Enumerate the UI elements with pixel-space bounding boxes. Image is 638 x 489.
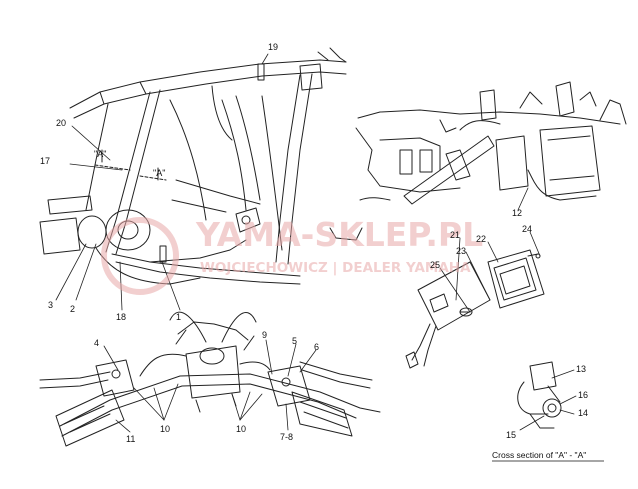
callout-24: 24 (522, 224, 532, 234)
callout-12: 12 (512, 208, 522, 218)
callout-10-right: 10 (236, 424, 246, 434)
watermark: YAMA-SKLEP.PL WOJCIECHOWICZ | DEALER YAM… (101, 215, 483, 295)
watermark-logo-icon (101, 217, 179, 295)
callout-5: 5 (292, 336, 297, 346)
cross-section-caption: Cross section of "A" - "A" (492, 450, 586, 460)
callout-20: 20 (56, 118, 66, 128)
callout-18: 18 (116, 312, 126, 322)
cross-section-a-a (517, 361, 562, 429)
callout-21: 21 (450, 230, 460, 240)
frame-assembly (39, 47, 363, 285)
section-mark-a-right: "A" (153, 168, 165, 178)
callout-22: 22 (476, 234, 486, 244)
callout-23: 23 (456, 246, 466, 256)
callout-2: 2 (70, 304, 75, 314)
callout-14: 14 (578, 408, 588, 418)
callout-17: 17 (40, 156, 50, 166)
watermark-sub: WOJCIECHOWICZ | DEALER YAMAHA (200, 260, 471, 276)
callout-3: 3 (48, 300, 53, 310)
callout-11: 11 (126, 434, 135, 444)
callout-19: 19 (268, 42, 278, 52)
callout-1: 1 (176, 312, 181, 322)
callout-6: 6 (314, 342, 319, 352)
callout-16: 16 (578, 390, 588, 400)
callout-10-left: 10 (160, 424, 170, 434)
callout-4: 4 (94, 338, 99, 348)
engine-harness-assembly (355, 81, 627, 205)
watermark-main: YAMA-SKLEP.PL (195, 215, 483, 254)
callout-25: 25 (430, 260, 440, 270)
handlebar-assembly (39, 311, 381, 447)
section-mark-a-left: "A" (94, 149, 106, 159)
callout-7-8: 7-8 (280, 432, 293, 442)
callout-13: 13 (576, 364, 586, 374)
callouts: 19 20 17 3 2 18 1 4 11 10 10 9 5 6 7-8 1… (40, 42, 588, 444)
callout-15: 15 (506, 430, 516, 440)
leader-lines (55, 53, 577, 433)
callout-9: 9 (262, 330, 267, 340)
